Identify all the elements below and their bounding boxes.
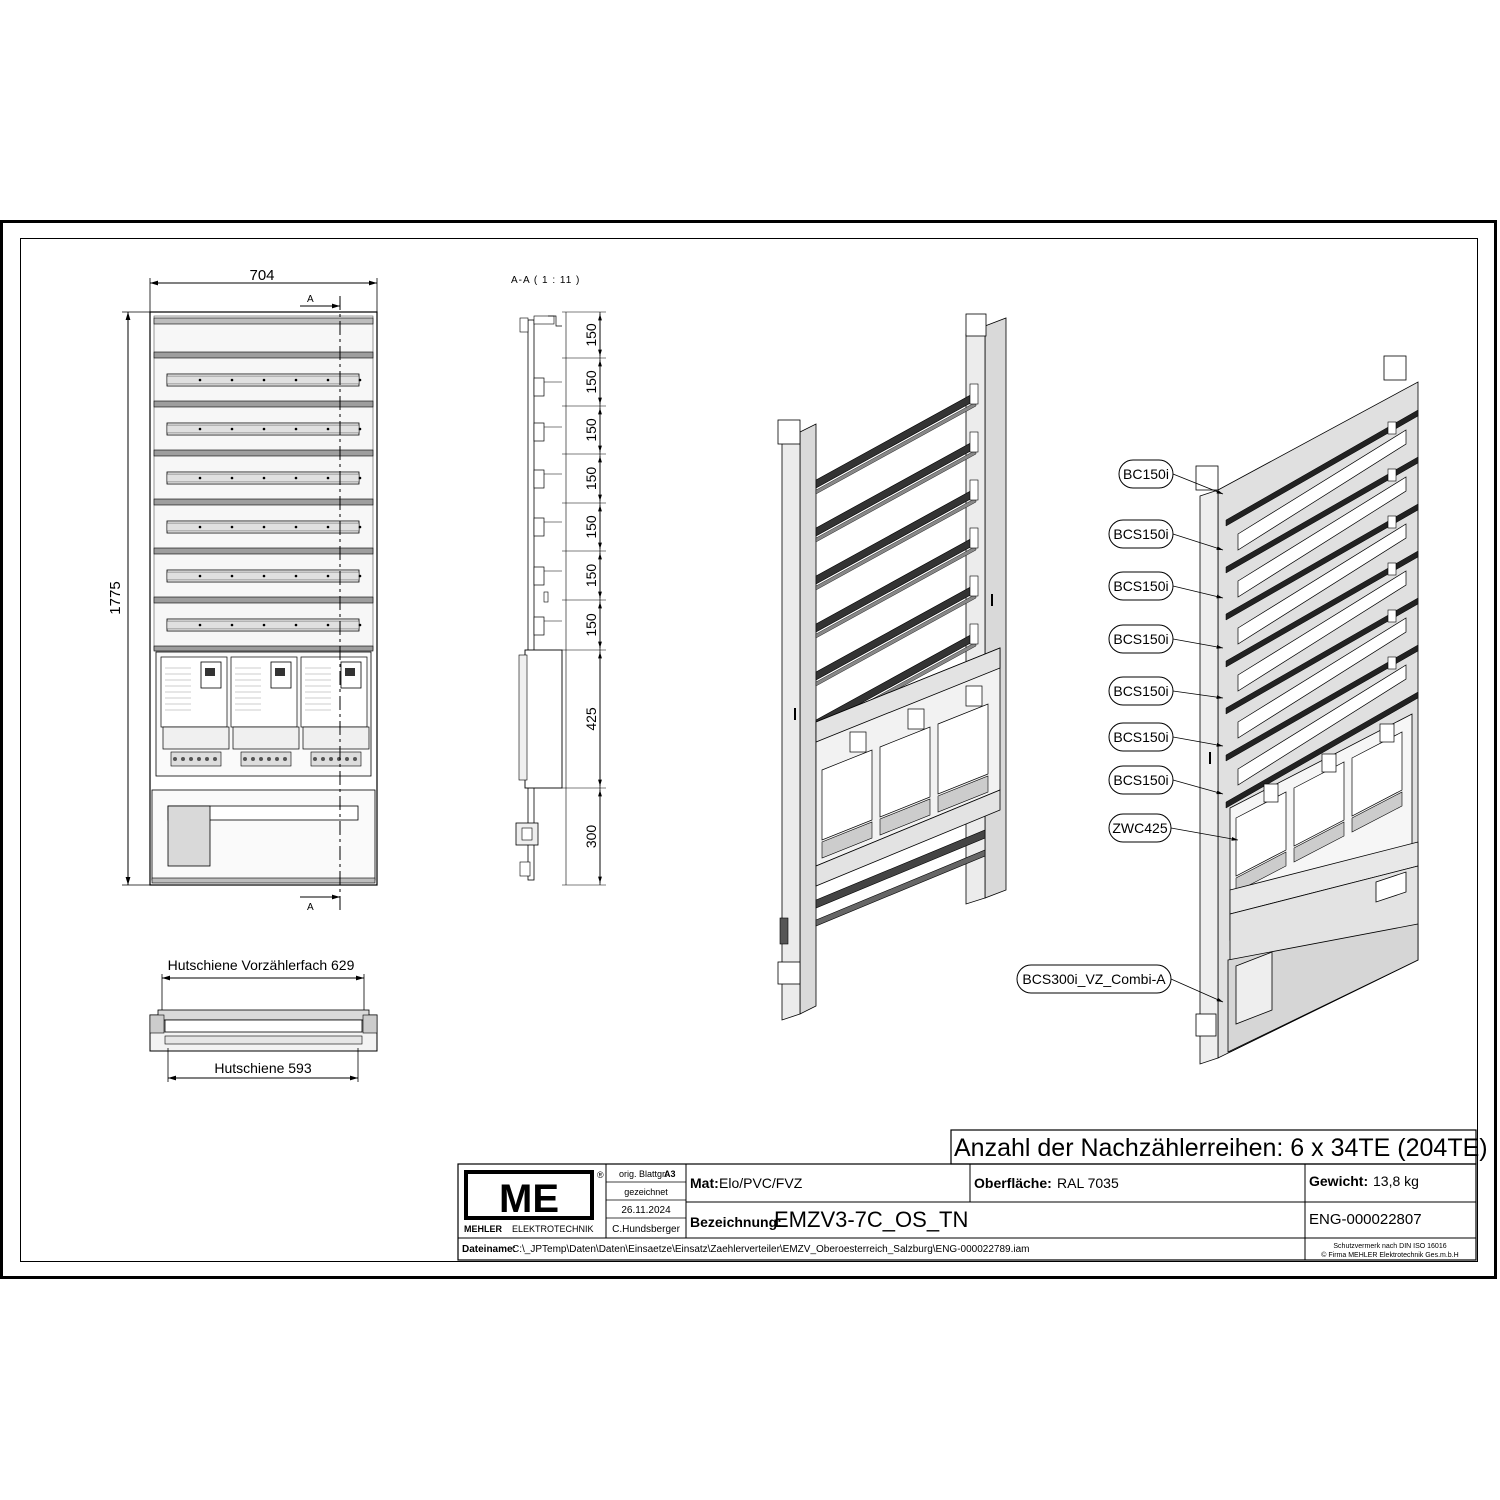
section-view: A-A ( 1 : 11 ) 150 150 150 150 150 150 150 425 3… [511, 275, 606, 886]
front-view: 704 1775 A A [107, 267, 378, 913]
section-dimension-label: 150 [583, 613, 599, 637]
protection-note-2: © Firma MEHLER Elektrotechnik Ges.m.b.H [1321, 1251, 1458, 1259]
title-block-heading: Anzahl der Nachzählerreihen: 6 x 34TE (2… [954, 1134, 1488, 1162]
title-block: Anzahl der Nachzählerreihen: 6 x 34TE (2… [457, 1129, 1488, 1261]
isometric-assembled-view [1195, 355, 1419, 1065]
drawn-label: gezeichnet [624, 1187, 668, 1197]
document-number: ENG-000022807 [1309, 1211, 1422, 1228]
format-value: A3 [664, 1169, 676, 1179]
weight-label: Gewicht: [1309, 1173, 1368, 1189]
section-dimension-label: 150 [583, 370, 599, 394]
isometric-frame-view [777, 313, 1007, 1021]
section-dimension-label: 150 [583, 564, 599, 588]
designation-value: EMZV3-7C_OS_TN [774, 1207, 968, 1232]
rail-top-label: Hutschiene Vorzählerfach 629 [168, 957, 355, 973]
part-callout-label: BCS150i [1113, 631, 1168, 647]
weight-value: 13,8 kg [1373, 1173, 1419, 1189]
section-dimension-label: 150 [583, 323, 599, 347]
height-dimension: 1775 [107, 581, 124, 614]
section-title: A-A ( 1 : 11 ) [511, 275, 580, 286]
protection-note-1: Schutzvermerk nach DIN ISO 16016 [1333, 1243, 1446, 1250]
material-label: Mat: [690, 1175, 719, 1191]
part-callout-label: ZWC425 [1112, 820, 1167, 836]
company-name-rest: ELEKTROTECHNIK [512, 1224, 594, 1234]
drawing-date: 26.11.2024 [621, 1205, 671, 1216]
part-callout-label: BCS150i [1113, 683, 1168, 699]
part-callout-label: BCS150i [1113, 578, 1168, 594]
format-label: orig. Blattgr: [619, 1169, 668, 1179]
material-value: Elo/PVC/FVZ [719, 1175, 803, 1191]
part-callout-label: BCS150i [1113, 729, 1168, 745]
company-name-bold: MEHLER [464, 1224, 503, 1234]
filename-label: Dateiname: [462, 1244, 516, 1255]
designation-label: Bezeichnung: [690, 1214, 782, 1230]
part-callout-label: BCS150i [1113, 772, 1168, 788]
drawing-outer-frame [0, 220, 1497, 1279]
part-callout-label: BCS300i_VZ_Combi-A [1022, 971, 1166, 987]
part-callouts: BC150iBCS150iBCS150iBCS150iBCS150iBCS150… [1016, 459, 1239, 1003]
part-callout-label: BC150i [1123, 466, 1169, 482]
logo-letters: ME [499, 1177, 559, 1221]
drawing-author: C.Hundsberger [612, 1224, 680, 1235]
rail-top-view: Hutschiene Vorzählerfach 629 Hutschiene … [149, 957, 378, 1082]
surface-value: RAL 7035 [1057, 1175, 1119, 1191]
section-dimension-label: 150 [583, 418, 599, 442]
section-dimension-label: 300 [583, 825, 599, 849]
rail-bottom-label: Hutschiene 593 [214, 1060, 312, 1076]
registered-mark: ® [597, 1170, 604, 1180]
section-marker-top: A [307, 294, 314, 305]
surface-label: Oberfläche: [974, 1175, 1052, 1191]
part-callout-label: BCS150i [1113, 526, 1168, 542]
filename-value: C:\_JPTemp\Daten\Daten\Einsaetze\Einsatz… [512, 1244, 1029, 1255]
section-dimension-label: 150 [583, 467, 599, 491]
drawing-inner-frame [20, 238, 1478, 1262]
section-marker-bottom: A [307, 902, 314, 913]
section-dimension-label: 150 [583, 515, 599, 539]
width-dimension: 704 [249, 267, 274, 284]
section-dimension-label: 425 [583, 707, 599, 731]
